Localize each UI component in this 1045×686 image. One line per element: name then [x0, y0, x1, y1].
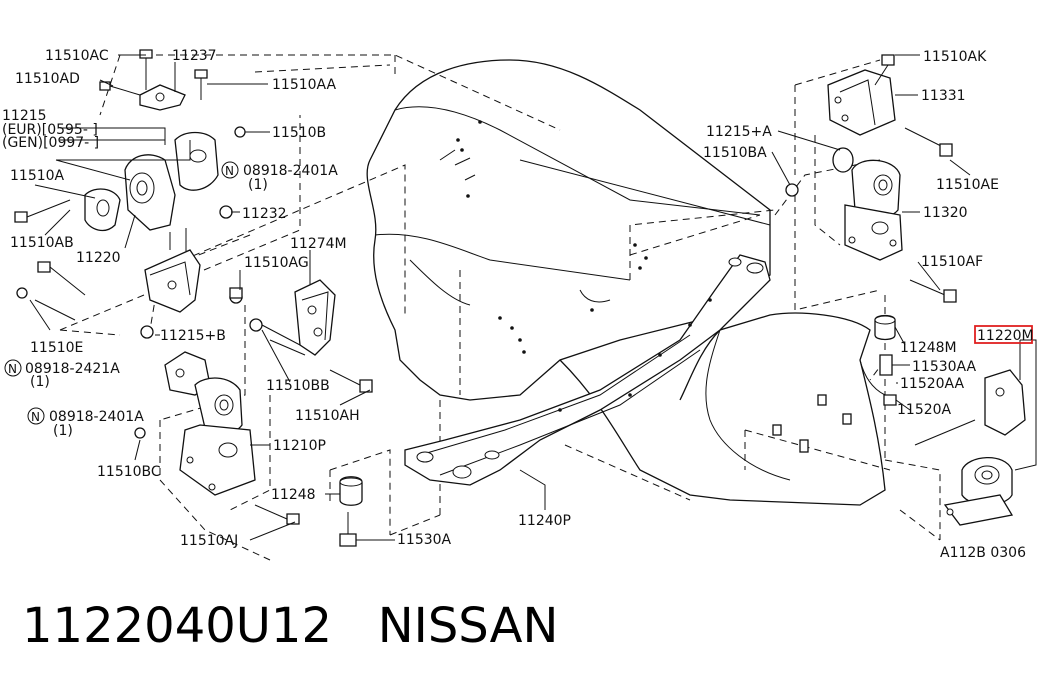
left-lower-mount-11210P [164, 351, 256, 496]
highlight-box [974, 325, 1033, 344]
label-11530A: 11530A [397, 532, 452, 548]
caption-brand: NISSAN [377, 598, 559, 654]
label-11510BC: 11510BC [97, 464, 161, 480]
label-11510AJ: 11510AJ [180, 533, 238, 549]
label-11320: 11320 [923, 205, 968, 221]
n-symbols: N N N [4, 161, 239, 425]
label-11510BB: 11510BB [266, 378, 330, 394]
label-11530AA: 11530AA [912, 359, 977, 375]
label-11274M: 11274M [290, 236, 347, 252]
label-11510AK: 11510AK [923, 49, 987, 65]
rear-bracket-11274M [261, 279, 336, 356]
label-08918-2421A: 08918-2421A [25, 361, 120, 377]
bolts-left [14, 199, 373, 547]
label-11510AH: 11510AH [295, 408, 360, 424]
n-symbol-mid: N [8, 362, 17, 376]
label-11510AG: 11510AG [244, 255, 309, 271]
label-08918-2401A-bot: 08918-2401A [49, 409, 144, 425]
center-member-11240P [404, 254, 771, 486]
label-11520A: 11520A [897, 402, 952, 418]
label-11331: 11331 [921, 88, 966, 104]
label-11510AC: 11510AC [45, 48, 109, 64]
label-11510BA: 11510BA [703, 145, 767, 161]
label-qty-bot: (1) [53, 423, 73, 439]
label-qty-mid: (1) [30, 374, 50, 390]
part-caption: 1122040U12 NISSAN [22, 598, 558, 654]
parts-diagram: N N N 11510AC 11237 11510AD 11510AA 1121… [2, 48, 1037, 561]
label-11510AB: 11510AB [10, 235, 74, 251]
label-11510B: 11510B [272, 125, 326, 141]
label-eur: (EUR)[0595- ] [2, 122, 98, 138]
label-11510AA: 11510AA [272, 77, 337, 93]
n-symbol-bot: N [31, 410, 40, 424]
label-11215B: 11215+B [160, 328, 226, 344]
label-11232: 11232 [242, 206, 287, 222]
label-gen: (GEN)[0997- ] [2, 135, 99, 151]
label-11510A: 11510A [10, 168, 65, 184]
label-08918-2401A-top: 08918-2401A [243, 163, 338, 179]
left-upper-mount [16, 49, 799, 439]
right-upper-mount [827, 54, 957, 303]
label-11220M: 11220M [977, 328, 1034, 344]
n-symbol-top: N [225, 164, 234, 178]
label-11210P: 11210P [273, 438, 326, 454]
label-11215: 11215 [2, 108, 47, 124]
caption-part-number: 1122040U12 [22, 598, 332, 654]
label-11510AE: 11510AE [936, 177, 999, 193]
label-11510AF: 11510AF [921, 254, 983, 270]
label-11237: 11237 [172, 48, 217, 64]
label-11215A: 11215+A [706, 124, 772, 140]
label-11248-left: 11248 [271, 487, 316, 503]
leader-lines [29, 54, 971, 541]
insulator-left [339, 476, 363, 506]
label-11520AA: 11520AA [900, 376, 965, 392]
label-11510E: 11510E [30, 340, 83, 356]
transmission-case [559, 312, 886, 506]
right-lower-mount [874, 314, 1037, 526]
label-11510AD: 11510AD [15, 71, 80, 87]
part-labels: 11510AC 11237 11510AD 11510AA 11215 (EUR… [2, 48, 1034, 561]
engine-block [366, 59, 771, 401]
label-11240P: 11240P [518, 513, 571, 529]
label-11220: 11220 [76, 250, 121, 266]
label-11248M: 11248M [900, 340, 957, 356]
dashed-frames [59, 54, 941, 561]
label-ref-code: A112B 0306 [940, 545, 1026, 561]
label-qty-top: (1) [248, 177, 268, 193]
